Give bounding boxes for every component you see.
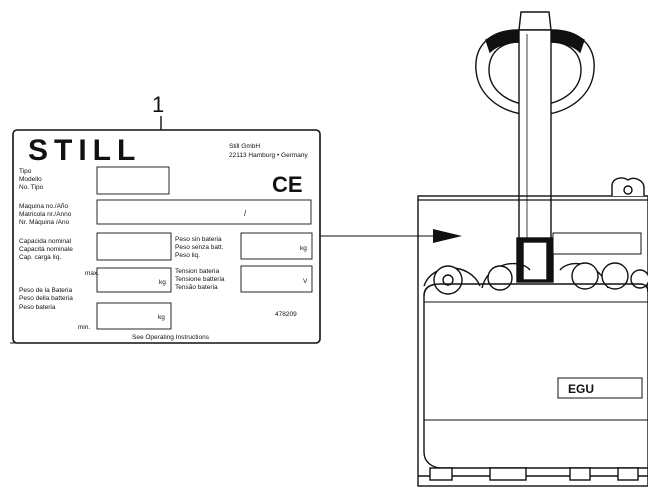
capacity-label-2: Capacità nominale — [19, 246, 73, 253]
voltage-label-1: Tension bateria — [175, 268, 219, 275]
part-number: 478209 — [275, 311, 297, 318]
wheel-left — [433, 265, 463, 295]
battery-weight-label-2: Peso della batteria — [19, 295, 73, 302]
weight-label-2: Peso senza batt. — [175, 244, 224, 251]
pointer-arrowhead — [433, 229, 462, 243]
company-address: 22113 Hamburg • Germany — [229, 152, 308, 159]
type-field — [96, 166, 170, 195]
chassis-top — [423, 283, 648, 297]
pallet-truck — [417, 11, 648, 487]
battery-weight-min-field — [96, 302, 172, 330]
roller-mid-right — [569, 467, 591, 481]
voltage-label-3: Tensão bateria — [175, 284, 218, 291]
wheel-arch-mid-left — [481, 262, 531, 289]
shaft-base-inner — [522, 241, 548, 281]
handle-grip-pad-right — [550, 30, 585, 54]
truck-body — [417, 195, 648, 487]
min-label: min. — [78, 324, 90, 331]
battery-weight-label-3: Peso bateria — [19, 304, 56, 311]
type-label-3: No. Tipo — [19, 184, 44, 191]
battery-min-unit: kg — [158, 314, 165, 321]
roller-left — [429, 467, 453, 481]
weight-label-3: Peso liq. — [175, 252, 200, 259]
capacity-field — [96, 232, 172, 261]
machine-label-3: Nr. Máquina /Ano — [19, 219, 70, 226]
wheel-right — [601, 262, 629, 290]
battery-weight-max-field — [96, 267, 172, 293]
wheel-mid-right — [571, 262, 599, 290]
body-label-panel — [552, 232, 642, 255]
ce-mark: CE — [272, 172, 303, 197]
machine-field — [96, 199, 312, 225]
max-label: max. — [85, 270, 99, 277]
roller-right — [617, 467, 639, 481]
machine-label-2: Matricola nr./Anno — [19, 211, 72, 218]
capacity-label-1: Capacida nominal — [19, 238, 72, 245]
weight-field — [240, 232, 313, 260]
wheel-mid-left — [487, 265, 513, 291]
weight-unit: kg — [300, 245, 307, 252]
callout-number: 1 — [152, 92, 164, 117]
egu-badge: EGU — [568, 382, 594, 396]
connector-socket — [623, 185, 633, 195]
machine-separator: / — [244, 209, 247, 218]
type-label-1: Tipo — [19, 168, 32, 175]
roller-mid — [489, 467, 527, 481]
weight-label-1: Peso sin bateria — [175, 236, 222, 243]
data-plate: STILL Still GmbH 22113 Hamburg • Germany… — [10, 129, 321, 344]
handle-top-cap — [518, 11, 552, 31]
handle-grip-pad-left — [485, 30, 520, 54]
wheel-left-hub — [442, 274, 454, 286]
still-logo: STILL — [28, 134, 141, 167]
plate-footer: See Operating Instructions — [132, 334, 210, 341]
type-label-2: Modello — [19, 176, 42, 183]
voltage-field — [240, 265, 313, 293]
battery-max-unit: kg — [159, 279, 166, 286]
voltage-label-2: Tensione batteria — [175, 276, 225, 283]
badge-panel — [557, 377, 643, 399]
battery-weight-label-1: Peso de la Bateria — [19, 287, 73, 294]
machine-label-1: Maquina no./Año — [19, 203, 69, 210]
capacity-label-3: Cap. carga líq. — [19, 254, 61, 261]
company-name: Still GmbH — [229, 143, 260, 150]
voltage-unit: V — [303, 278, 308, 285]
